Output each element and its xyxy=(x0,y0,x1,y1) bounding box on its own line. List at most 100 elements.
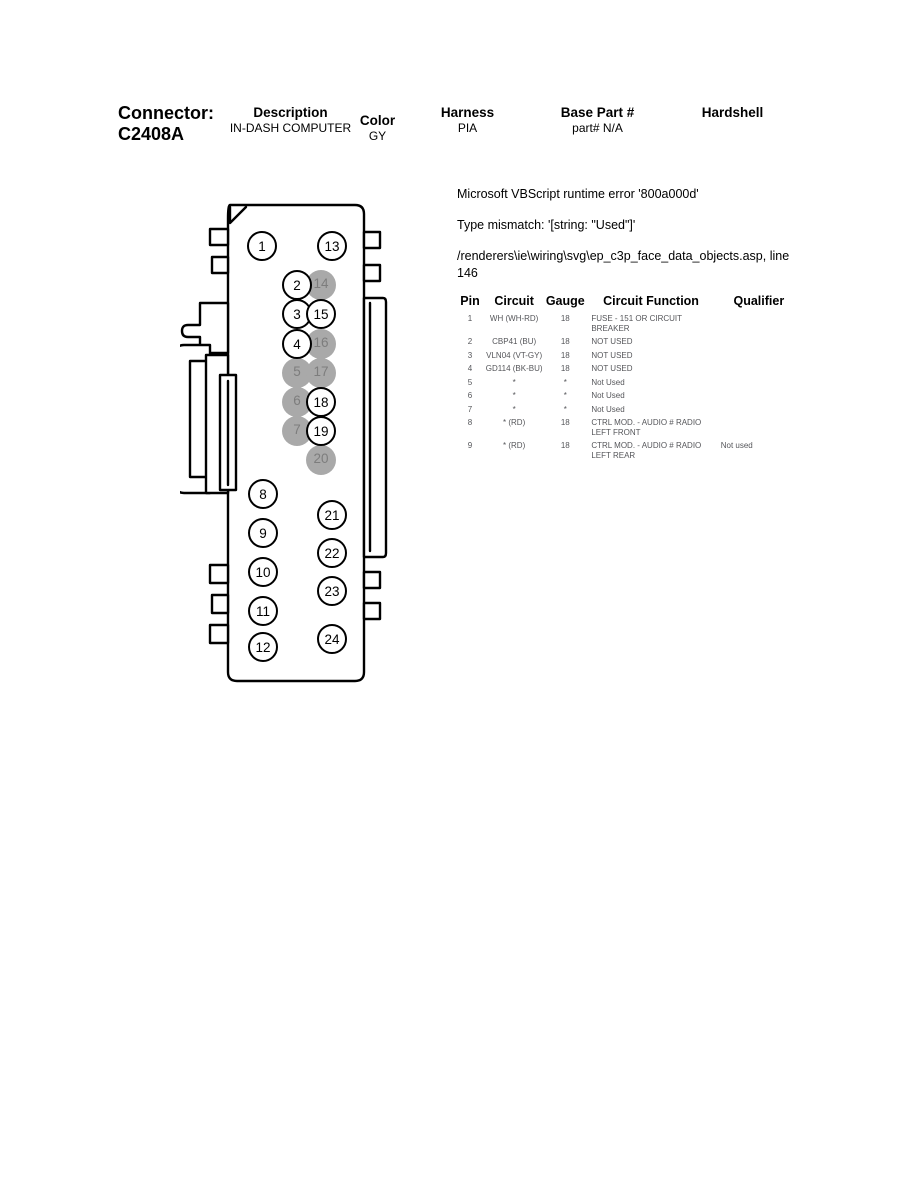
right-tab-upper-2 xyxy=(362,263,382,283)
top-left-bevel xyxy=(228,205,248,225)
cell-circuit: * xyxy=(512,404,516,414)
color-header-column: Color GY xyxy=(340,113,415,144)
connector-pin-22[interactable]: 22 xyxy=(317,538,347,568)
cell-gauge: 18 xyxy=(560,441,570,450)
column-header-qualifier: Qualifier xyxy=(733,294,785,308)
table-row: 9 * (RD) 18 CTRL MOD. - AUDIO # RADIO LEFT … xyxy=(457,439,801,462)
cell-qualifier xyxy=(717,403,801,417)
cell-pin: 8 xyxy=(467,418,473,427)
color-label: Color xyxy=(359,113,396,128)
connector-pin-18[interactable]: 18 xyxy=(306,387,336,417)
pin-table-body: 1 WH (WH-RD) 18 FUSE - 151 OR CIRCUIT BREAK… xyxy=(457,312,801,462)
connector-pin-17[interactable]: 17 xyxy=(306,358,336,388)
cell-qualifier xyxy=(717,416,801,439)
cell-gauge: 18 xyxy=(560,314,570,323)
connector-pin-9[interactable]: 9 xyxy=(248,518,278,548)
left-tab-lower-3 xyxy=(208,623,230,645)
cell-qualifier xyxy=(717,389,801,403)
connector-pin-14[interactable]: 14 xyxy=(306,270,336,300)
connector-pin-11[interactable]: 11 xyxy=(248,596,278,626)
connector-pin-13[interactable]: 13 xyxy=(317,231,347,261)
cell-pin: 9 xyxy=(467,441,473,450)
cell-pin: 6 xyxy=(467,391,473,400)
table-row: 6 * * Not Used xyxy=(457,389,801,403)
error-line-3: /renderers\ie\wiring\svg\ep_c3p_face_dat… xyxy=(457,249,790,280)
pin-table: Pin Circuit Gauge Circuit Function Quali… xyxy=(457,294,801,462)
connector-value: C2408A xyxy=(118,124,185,144)
connector-pin-2[interactable]: 2 xyxy=(282,270,312,300)
cell-qualifier xyxy=(717,349,801,363)
base-part-header-column: Base Part # part# N/A xyxy=(530,105,665,136)
connector-pin-8[interactable]: 8 xyxy=(248,479,278,509)
base-part-value: part# N/A xyxy=(572,121,623,135)
cell-circuit: WH (WH-RD) xyxy=(489,314,539,323)
error-line-2: Type mismatch: '[string: "Used"]' xyxy=(457,218,636,232)
cell-circuit: * xyxy=(512,391,516,400)
connector-pin-23[interactable]: 23 xyxy=(317,576,347,606)
cell-qualifier: Not used xyxy=(720,441,753,450)
right-tab-upper-1 xyxy=(362,230,382,250)
cell-function: Not Used xyxy=(591,377,625,387)
cell-function: FUSE - 151 OR CIRCUIT BREAKER xyxy=(591,314,682,333)
column-header-function: Circuit Function xyxy=(603,294,699,308)
cell-gauge: * xyxy=(563,377,567,387)
right-tab-lower-1 xyxy=(362,570,382,590)
hardshell-header-column: Hardshell xyxy=(675,105,790,121)
cell-gauge: * xyxy=(563,404,567,414)
cell-pin: 4 xyxy=(467,364,473,373)
cell-function: Not Used xyxy=(591,391,625,400)
connector-pin-10[interactable]: 10 xyxy=(248,557,278,587)
left-tab-lower-2 xyxy=(210,593,230,615)
harness-value: PIA xyxy=(457,121,478,135)
description-header-column: Description IN-DASH COMPUTER xyxy=(228,105,353,136)
column-header-circuit: Circuit xyxy=(494,294,534,308)
cell-function: NOT USED xyxy=(591,350,633,360)
cell-circuit: GD114 (BK-BU) xyxy=(485,364,543,373)
cell-pin: 2 xyxy=(467,337,473,346)
connector-pin-12[interactable]: 12 xyxy=(248,632,278,662)
cell-circuit: * xyxy=(512,377,516,387)
connector-pin-15[interactable]: 15 xyxy=(306,299,336,329)
connector-header-column: Connector: C2408A xyxy=(118,103,214,145)
left-tab-upper-1 xyxy=(208,227,230,247)
right-rail xyxy=(362,296,388,559)
column-header-pin: Pin xyxy=(460,294,480,308)
cell-qualifier xyxy=(717,362,801,376)
right-tab-lower-2 xyxy=(362,601,382,621)
harness-header-column: Harness PIA xyxy=(415,105,520,136)
cell-function: CTRL MOD. - AUDIO # RADIO LEFT FRONT xyxy=(591,418,702,437)
connector-pin-4[interactable]: 4 xyxy=(282,329,312,359)
connector-pin-21[interactable]: 21 xyxy=(317,500,347,530)
description-label: Description xyxy=(253,105,328,120)
cell-function: CTRL MOD. - AUDIO # RADIO LEFT REAR xyxy=(591,441,702,460)
cell-pin: 3 xyxy=(467,350,473,360)
connector-pin-24[interactable]: 24 xyxy=(317,624,347,654)
table-row: 1 WH (WH-RD) 18 FUSE - 151 OR CIRCUIT BREAK… xyxy=(457,312,801,335)
connector-pin-20[interactable]: 20 xyxy=(306,445,336,475)
cell-gauge: * xyxy=(563,391,567,400)
error-line-1: Microsoft VBScript runtime error '800a00… xyxy=(457,187,699,201)
cell-function: NOT USED xyxy=(591,337,633,346)
vbscript-error-block: Microsoft VBScript runtime error '800a00… xyxy=(457,186,807,282)
table-row: 5**Not Used xyxy=(457,376,801,390)
cell-qualifier xyxy=(717,312,801,335)
cell-qualifier xyxy=(717,335,801,349)
table-row: 7**Not Used xyxy=(457,403,801,417)
table-header-row: Pin Circuit Gauge Circuit Function Quali… xyxy=(457,294,801,312)
cell-gauge: 18 xyxy=(560,418,570,427)
left-tab-upper-2 xyxy=(210,255,230,275)
connector-pin-1[interactable]: 1 xyxy=(247,231,277,261)
cell-gauge: 18 xyxy=(560,350,570,360)
left-latch-upper xyxy=(180,301,230,355)
cell-circuit: * (RD) xyxy=(503,441,526,450)
connector-pin-19[interactable]: 19 xyxy=(306,416,336,446)
cell-pin: 7 xyxy=(467,404,473,414)
cell-pin: 1 xyxy=(467,314,473,323)
cell-circuit: VLN04 (VT-GY) xyxy=(486,350,543,360)
harness-label: Harness xyxy=(440,105,495,120)
base-part-label: Base Part # xyxy=(560,105,635,120)
